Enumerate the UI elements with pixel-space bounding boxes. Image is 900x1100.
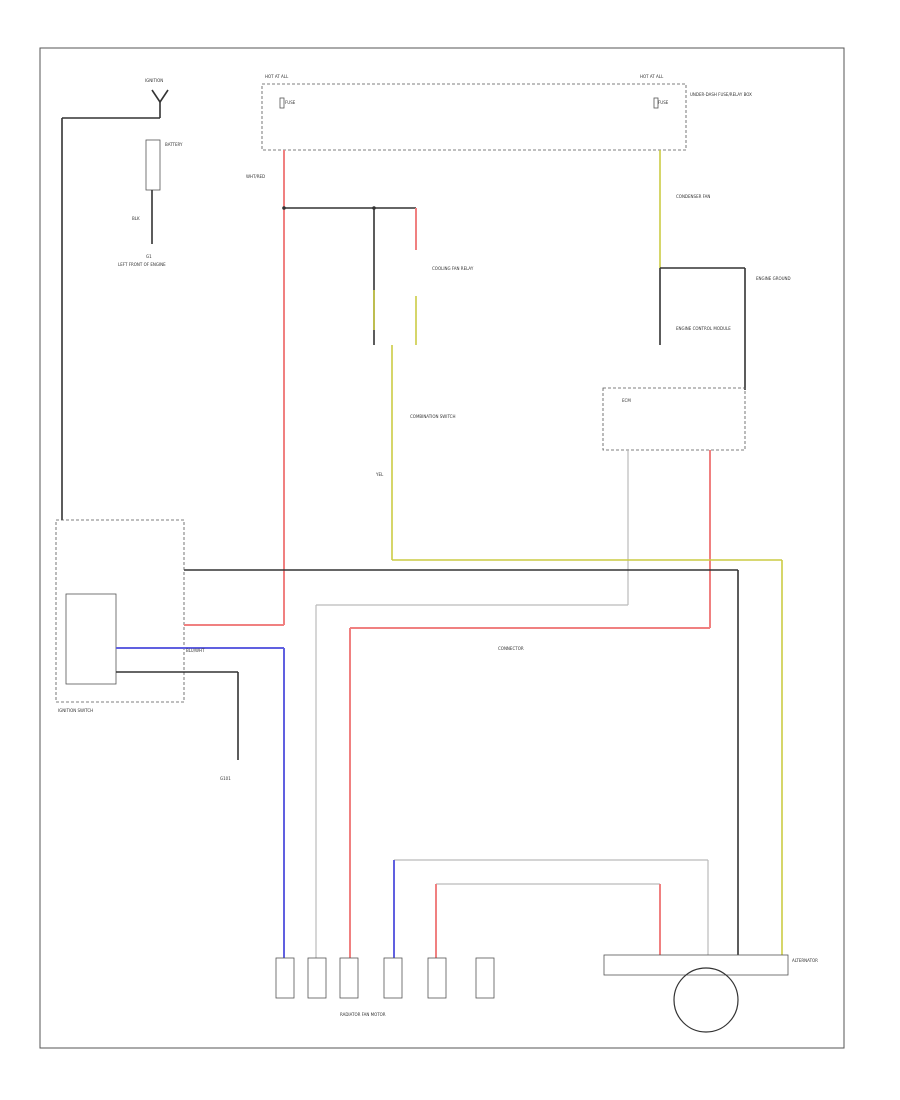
engine-control-label: ENGINE CONTROL MODULE (676, 326, 731, 331)
combination-switch-label: COMBINATION SWITCH (410, 414, 455, 419)
pin-2 (307, 957, 327, 999)
pin-4 (383, 957, 403, 999)
ignition-switch-symbol (151, 89, 169, 104)
diagram-frame (39, 47, 845, 1049)
blu-wht-label: BLU/WHT (186, 648, 205, 653)
battery-label: BATTERY (165, 142, 183, 147)
fuse-left-symbol (279, 97, 285, 109)
ignition-label: IGNITION (145, 78, 163, 83)
fuse-right-symbol (653, 97, 659, 109)
junction-node-1 (282, 206, 286, 210)
ground-label: G101 (220, 776, 231, 781)
cooling-fan-relay-label: COOLING FAN RELAY (432, 266, 474, 271)
alternator-terminal-box (603, 954, 789, 976)
fuse-left-top-label: HOT AT ALL (265, 74, 289, 79)
pin-3 (339, 957, 359, 999)
ground-g1-desc: LEFT FRONT OF ENGINE (118, 262, 166, 267)
ignition-switch-label: IGNITION SWITCH (58, 708, 93, 713)
ecm-label: ECM (622, 398, 631, 403)
engine-ground-label: ENGINE GROUND (756, 276, 791, 281)
ecm-box (602, 387, 746, 451)
battery-blk-label: BLK (132, 216, 140, 221)
underdash-fuse-box (261, 83, 687, 151)
yel-label-1: YEL (375, 472, 384, 477)
connector-label: CONNECTOR (498, 646, 524, 651)
junction-node-2 (372, 206, 376, 210)
fuse-right-top-label: HOT AT ALL (640, 74, 664, 79)
pin-6 (475, 957, 495, 999)
condenser-fan-label: CONDENSER FAN (676, 194, 710, 199)
pin-1 (275, 957, 295, 999)
pin-5 (427, 957, 447, 999)
alternator-symbol (673, 967, 739, 1033)
radiator-fan-label: RADIATOR FAN MOTOR (340, 1012, 386, 1017)
fuse-right-name: FUSE (658, 100, 669, 105)
wht-red-label-1: WHT/RED (246, 174, 265, 179)
fuse-left-name: FUSE (285, 100, 296, 105)
underdash-box-label: UNDER-DASH FUSE/RELAY BOX (690, 92, 752, 97)
ground-g1-label: G1 (146, 254, 152, 259)
alternator-label: ALTERNATOR (792, 958, 818, 963)
battery-symbol (145, 139, 161, 191)
ignition-switch-inner (65, 593, 117, 685)
